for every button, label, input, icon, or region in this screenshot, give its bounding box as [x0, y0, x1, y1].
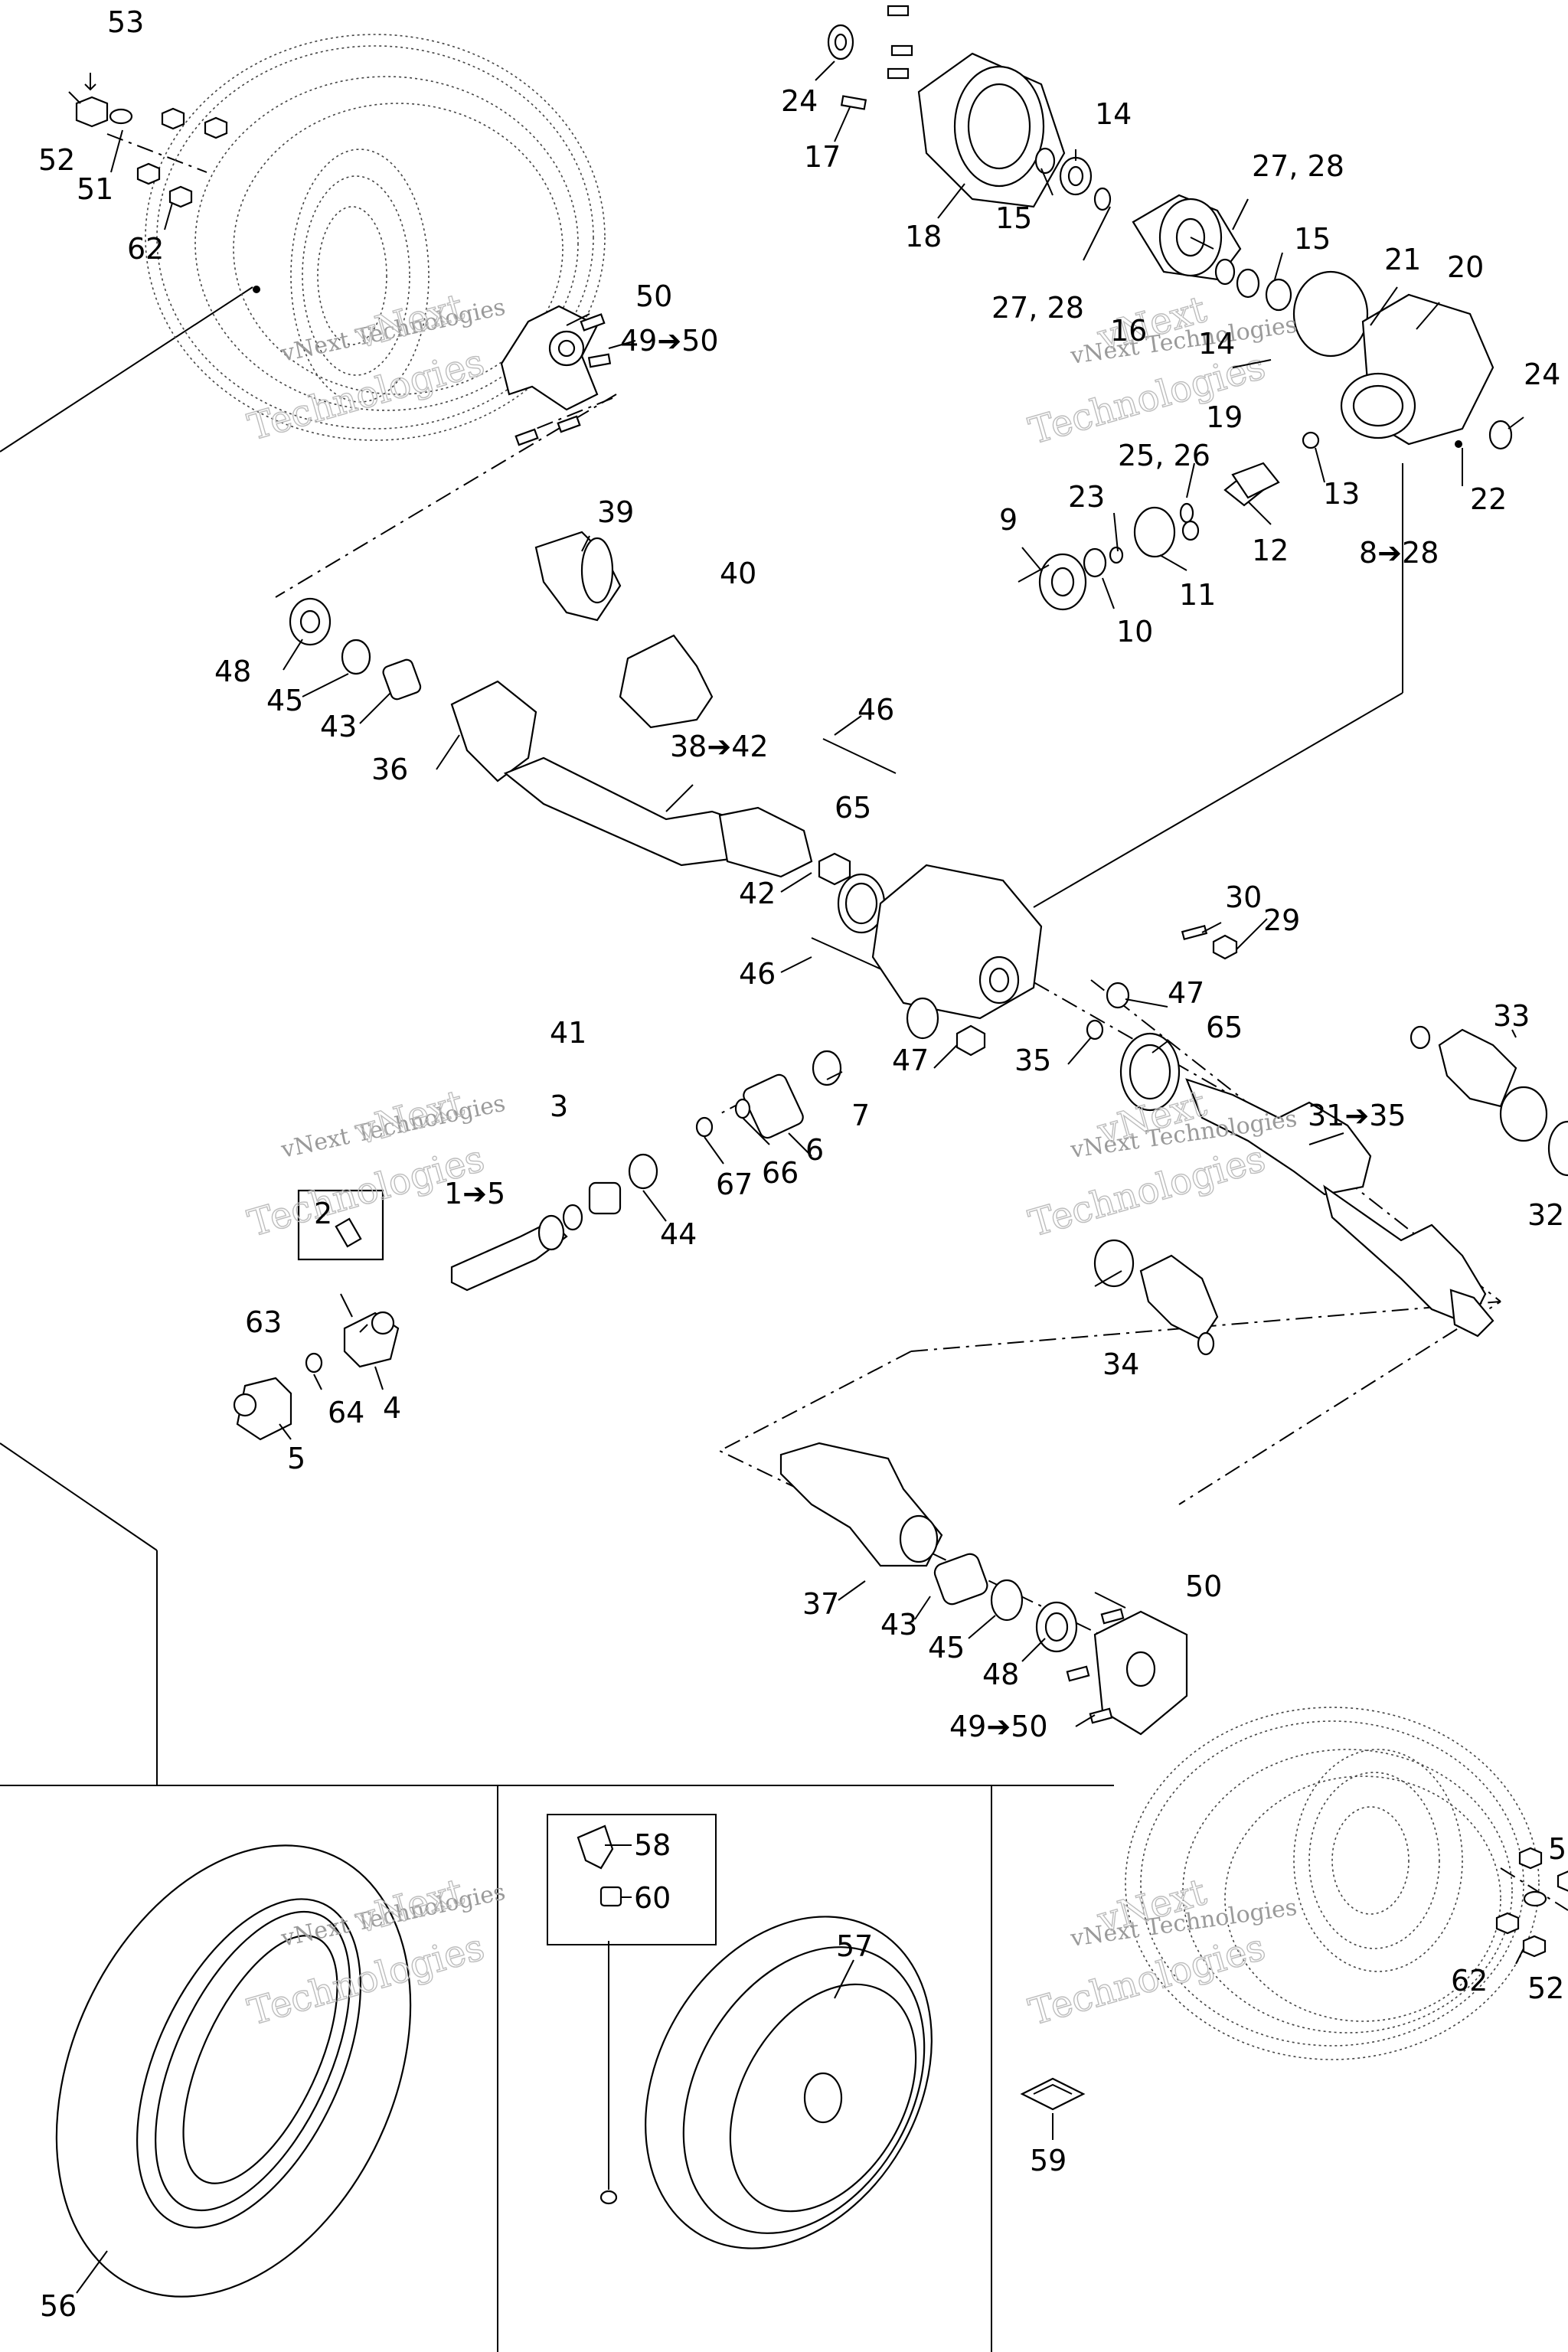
- callout-52-b: 52: [1527, 1971, 1564, 2005]
- callout-leaders: [68, 60, 1524, 2294]
- callout-10: 10: [1116, 615, 1153, 648]
- callout-43-b: 43: [880, 1608, 917, 1642]
- callout-60: 60: [634, 1881, 671, 1915]
- callout-6: 6: [805, 1133, 824, 1167]
- watermark-outline: Technologies: [1024, 1926, 1270, 2034]
- callout-32: 32: [1527, 1198, 1564, 1232]
- rim-57: [547, 1814, 933, 2249]
- callout-65: 65: [835, 791, 871, 825]
- callout-3: 3: [550, 1089, 568, 1123]
- callout-66: 66: [762, 1156, 799, 1190]
- callout-50: 50: [635, 279, 672, 313]
- top-left-wheel: [75, 34, 613, 446]
- rear-differential-assembly: [827, 5, 1513, 611]
- callout-43: 43: [320, 710, 357, 743]
- callout-52: 52: [38, 143, 75, 177]
- callout-25-26: 25, 26: [1118, 439, 1210, 472]
- tire-56: [55, 1844, 412, 2298]
- callout-59: 59: [1030, 2144, 1067, 2177]
- callout-22: 22: [1470, 482, 1507, 516]
- callout-13: 13: [1323, 477, 1360, 511]
- callout-11: 11: [1179, 578, 1216, 612]
- callout-17: 17: [804, 140, 841, 174]
- bottom-right-wheel: [1125, 1707, 1568, 2060]
- callout-31-35: 31➔35: [1308, 1099, 1406, 1132]
- callout-12: 12: [1252, 534, 1289, 567]
- callout-37: 37: [802, 1587, 839, 1621]
- callout-36: 36: [371, 753, 408, 786]
- callout-20: 20: [1447, 250, 1484, 284]
- callout-50-b: 50: [1185, 1570, 1222, 1603]
- callout-45-b: 45: [928, 1631, 965, 1664]
- callout-65-b: 65: [1206, 1011, 1243, 1044]
- callout-47-b: 47: [892, 1044, 929, 1077]
- callout-5-partial: 5: [1548, 1832, 1566, 1866]
- callout-42: 42: [739, 877, 776, 910]
- callout-14: 14: [1095, 97, 1132, 131]
- callout-33: 33: [1493, 999, 1530, 1033]
- callout-49-50-b: 49➔50: [949, 1710, 1048, 1743]
- callout-45: 45: [266, 684, 303, 717]
- callout-15-b: 15: [1294, 222, 1331, 256]
- callout-40: 40: [720, 557, 756, 590]
- callout-46-b: 46: [739, 957, 776, 991]
- watermark-outline: vNext: [350, 286, 469, 358]
- callout-57: 57: [836, 1929, 873, 1963]
- callout-67: 67: [716, 1168, 753, 1201]
- callout-2: 2: [314, 1197, 332, 1230]
- callout-4: 4: [383, 1391, 401, 1425]
- callout-8-28: 8➔28: [1359, 536, 1439, 570]
- watermark-outline: vNext: [350, 1082, 469, 1154]
- callout-24: 24: [781, 84, 818, 118]
- callout-labels: 53 52 51 62 50 49➔50 24 17 18 14 15 27, …: [38, 5, 1566, 2323]
- callout-56: 56: [40, 2289, 77, 2323]
- callout-44: 44: [660, 1217, 697, 1251]
- frame-lines: [0, 286, 1403, 2352]
- callout-47: 47: [1168, 976, 1204, 1010]
- callout-35: 35: [1014, 1044, 1051, 1077]
- callout-58: 58: [634, 1828, 671, 1862]
- callout-15: 15: [995, 201, 1032, 235]
- watermark-outline: Technologies: [1024, 345, 1270, 452]
- callout-62-b: 62: [1451, 1964, 1488, 1998]
- callout-39: 39: [597, 495, 634, 529]
- callout-41: 41: [550, 1016, 586, 1050]
- center-gearbox: [871, 864, 1238, 1112]
- callout-64: 64: [328, 1396, 364, 1429]
- callout-29: 29: [1263, 903, 1300, 937]
- callout-27-28-b: 27, 28: [991, 291, 1084, 325]
- callout-62: 62: [127, 232, 164, 266]
- callout-27-28: 27, 28: [1252, 149, 1344, 183]
- callout-18: 18: [905, 220, 942, 253]
- callout-46: 46: [858, 693, 894, 727]
- callout-1-5: 1➔5: [444, 1177, 505, 1210]
- callout-48: 48: [214, 655, 251, 688]
- callout-30: 30: [1225, 880, 1262, 914]
- front-knuckle-hub: [779, 1442, 1188, 1736]
- callout-63: 63: [245, 1305, 282, 1339]
- callout-38-42: 38➔42: [670, 730, 769, 763]
- callout-48-b: 48: [982, 1658, 1019, 1691]
- callout-51: 51: [77, 172, 113, 206]
- front-propeller-shaft: [233, 1050, 842, 1441]
- callout-19: 19: [1206, 400, 1243, 434]
- watermark-outline: Technologies: [1024, 1137, 1270, 1245]
- callout-7: 7: [851, 1099, 870, 1132]
- left-drive-shaft: [289, 531, 897, 973]
- callout-21: 21: [1384, 243, 1421, 276]
- callout-24-b: 24: [1524, 358, 1560, 391]
- watermark-outline: Technologies: [243, 341, 489, 449]
- callout-23: 23: [1068, 480, 1105, 514]
- callout-9: 9: [999, 503, 1018, 537]
- label-59: [1020, 2077, 1086, 2111]
- callout-16: 16: [1110, 314, 1147, 348]
- callout-34: 34: [1102, 1348, 1139, 1381]
- callout-14-b: 14: [1198, 327, 1235, 361]
- callout-53: 53: [107, 5, 144, 39]
- callout-49-50: 49➔50: [620, 324, 719, 358]
- right-drive-shaft: [1093, 1025, 1568, 1356]
- callout-5: 5: [287, 1442, 305, 1475]
